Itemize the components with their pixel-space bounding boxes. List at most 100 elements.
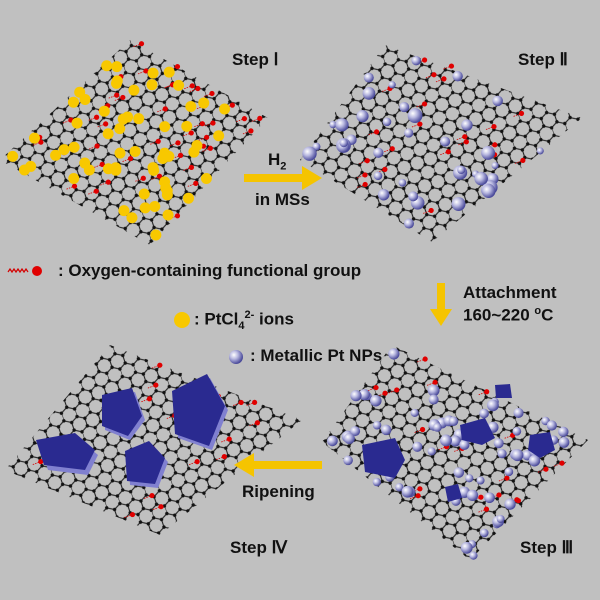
pt-nanoparticle [476,476,485,485]
ptcl4-ion [219,103,231,115]
oxygen-group-atom [421,101,428,107]
pt-nanoparticle [327,435,338,447]
pt-nanoparticle [461,119,473,131]
oxygen-group-chain [124,514,133,518]
oxygen-group-chain [357,184,366,188]
pt-nanoparticle [412,441,423,452]
temp-range: 160~220 [463,305,535,325]
ptcl4-ion [129,145,141,157]
pt-nanoparticle [398,178,407,187]
oxygen-group-chain [384,148,393,153]
degree-sign: o [534,305,542,317]
oxygen-group-atom [177,152,184,158]
oxygen-group-atom [38,458,44,465]
oxygen-group-chain [367,387,377,391]
pt-nanoparticle [466,489,479,502]
oxygen-group-atom [241,116,248,122]
pt-nanoparticle [528,454,541,467]
ptcl-text: : PtCl [194,309,239,329]
oxygen-group-chain [88,116,97,121]
ptcl4-ion [102,128,114,140]
attachment-temperature: 160~220 oC [463,305,553,326]
oxygen-group-chain [233,402,242,406]
h2-subscript: 2 [280,160,287,173]
oxygen-group-chain [425,74,435,79]
legend-oxygen-group: : Oxygen-containing functional group [58,261,362,280]
oxygen-group-chain [108,94,117,99]
h2-text: H [268,150,281,169]
ptcl4-ion [58,144,70,156]
pt-crystals-step4 [36,374,228,488]
ripening-label: Ripening [242,482,315,501]
oxygen-group-chain [150,140,159,145]
ptcl4-ion [213,130,225,142]
step1-label: Step Ⅰ [232,50,279,69]
ptcl4-ion [68,173,80,185]
arrow-ripening [234,453,322,477]
oxygen-group-chain [183,132,192,137]
oxygen-group-chain [485,126,495,130]
pt-nanoparticle [440,434,452,447]
oxygen-group-chain [458,141,467,146]
oxygen-group-chain [388,389,397,394]
pt-nanoparticle [451,197,466,211]
oxygen-group-chain [133,43,142,48]
oxygen-group-atom [189,83,195,89]
pt-nanoparticle [372,420,382,430]
oxygen-group-chain [204,122,214,127]
oxygen-group-atom [373,129,380,135]
pt-nanoparticle [410,408,419,417]
oxygen-group-atom [149,492,155,499]
ptcl4-ion [163,66,175,78]
pt-nanoparticle [536,147,544,155]
pt-nanoparticle [356,110,369,123]
ptcl4-ion [102,163,114,175]
attachment-label: Attachment [463,283,557,302]
oxygen-group-atom [156,173,163,179]
oxygen-group-chain [135,177,144,182]
ptcl4-ion [182,192,194,204]
pt-nanoparticle [343,432,355,445]
oxygen-group-atom [252,399,258,406]
graphene-sheet-step3 [322,345,588,560]
oxygen-group-chain [141,398,150,403]
oxygen-group-chain [504,434,513,439]
pt-nanoparticle [440,136,451,147]
oxygen-group-chain [166,415,175,419]
oxygen-group-chain [221,438,230,443]
oxygen-group-atom [248,128,254,134]
oxygen-group-atom [421,57,428,63]
oxygen-group-atom [71,183,78,189]
oxygen-group-atom [445,149,451,155]
oxygen-group-atom [415,493,421,499]
pt-nanoparticle [335,118,349,132]
pt-nanoparticle [382,117,392,127]
oxygen-group-chain [456,136,465,141]
pt-nanoparticle [493,438,504,449]
pt-nanoparticle [487,399,499,412]
oxygen-group-atom [114,92,120,98]
pt-nanoparticle [484,492,495,504]
pt-nanoparticle [377,188,390,201]
pt-nanoparticle [504,467,514,477]
oxygen-group-chain [416,103,425,108]
ptcl4-ion [139,202,151,214]
pt-crystals-step3 [362,384,555,502]
ptcl4-ion [200,173,212,185]
oxygen-group-atom [428,207,434,214]
oxygen-group-chain [203,93,213,97]
oxygen-group-chain [381,88,391,92]
oxygen-group-chain [454,448,463,452]
oxygen-group-chain [356,174,366,179]
pt-nanoparticle [339,138,348,148]
ptcl4-ion [163,150,175,162]
pt-nanoparticle [432,422,442,432]
oxygen-group-chain [553,462,563,467]
pt-nanoparticle [513,407,524,418]
oxygen-group-chain [417,358,426,363]
oxygen-group-atom [382,390,388,396]
oxygen-group-chain [122,158,131,162]
pt-nanoparticle [453,467,465,478]
oxygen-group-atom [478,494,484,500]
oxygen-group-atom [127,155,134,162]
